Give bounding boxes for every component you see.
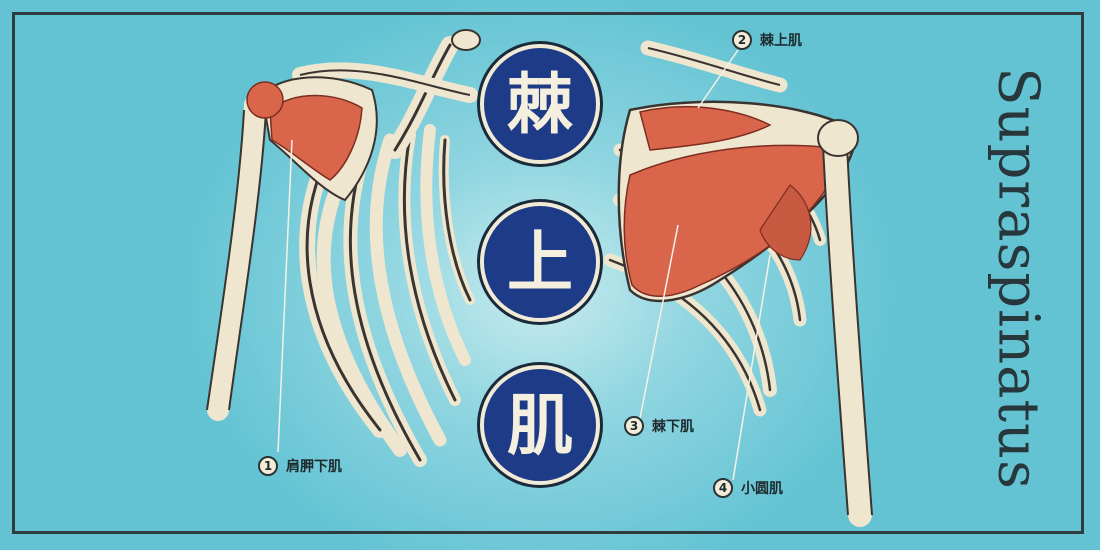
label-text-4: 小圆肌 bbox=[741, 481, 783, 497]
label-infraspinatus: 3 棘下肌 bbox=[624, 416, 694, 436]
leader-lines bbox=[277, 49, 771, 481]
label-text-1: 肩胛下肌 bbox=[286, 459, 342, 475]
label-subscapularis: 1 肩胛下肌 bbox=[258, 456, 342, 476]
label-number-4: 4 bbox=[713, 478, 733, 498]
right-humerus bbox=[823, 128, 872, 527]
border-frame bbox=[12, 12, 1084, 534]
title-char-1: 棘 bbox=[507, 65, 573, 143]
title-badge-3: 肌 bbox=[480, 365, 600, 485]
label-supraspinatus: 2 棘上肌 bbox=[732, 30, 802, 50]
supraspinatus-muscle bbox=[639, 105, 772, 151]
label-text-2: 棘上肌 bbox=[760, 33, 802, 49]
label-number-2: 2 bbox=[732, 30, 752, 50]
teres-minor-muscle bbox=[759, 184, 812, 261]
title-badge-2: 上 bbox=[480, 202, 600, 322]
subscapularis-muscle bbox=[269, 94, 363, 181]
left-ribcage bbox=[299, 36, 475, 467]
label-number-3: 3 bbox=[624, 416, 644, 436]
latin-title: Supraspinatus bbox=[985, 67, 1051, 490]
label-text-3: 棘下肌 bbox=[652, 419, 694, 435]
label-number-1: 1 bbox=[258, 456, 278, 476]
left-humerus bbox=[207, 94, 266, 421]
title-badge-1: 棘 bbox=[480, 44, 600, 164]
title-char-2: 上 bbox=[507, 223, 573, 301]
title-char-3: 肌 bbox=[507, 386, 573, 464]
label-teres-minor: 4 小圆肌 bbox=[713, 478, 783, 498]
infraspinatus-muscle bbox=[623, 144, 846, 297]
